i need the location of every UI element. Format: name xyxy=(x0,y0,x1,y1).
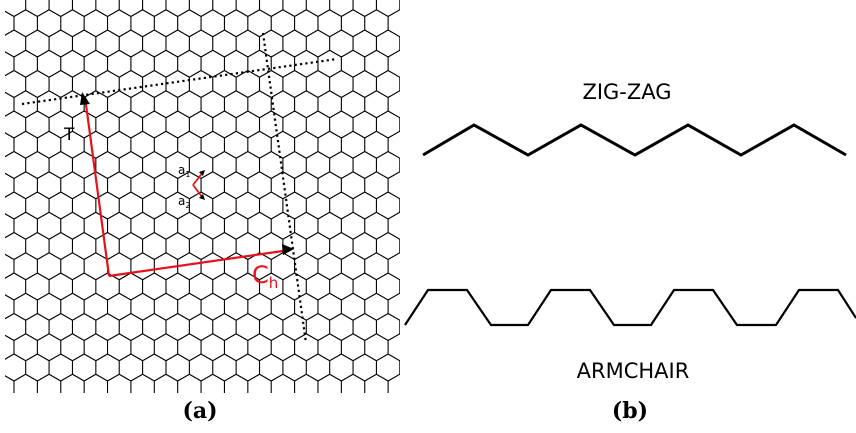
dotted-line-translation-edge-right xyxy=(261,32,308,344)
label-armchair: ARMCHAIR xyxy=(577,359,690,383)
label-chiral-vector: Ch xyxy=(252,261,278,292)
label-zigzag: ZIG-ZAG xyxy=(582,80,671,104)
vector-chiral xyxy=(108,244,294,278)
unit-vectors xyxy=(192,170,205,200)
armchair-edge xyxy=(404,288,856,327)
label-a2: a2 xyxy=(178,194,190,210)
caption-b: (b) xyxy=(612,398,648,424)
label-translation: T xyxy=(63,125,75,145)
caption-a: (a) xyxy=(182,398,217,424)
honeycomb-lattice xyxy=(5,0,400,393)
label-a1: a1 xyxy=(178,163,190,179)
vector-translation xyxy=(80,92,111,277)
dotted-line-chiral-edge-top xyxy=(21,57,338,106)
zigzag-edge xyxy=(422,123,847,157)
